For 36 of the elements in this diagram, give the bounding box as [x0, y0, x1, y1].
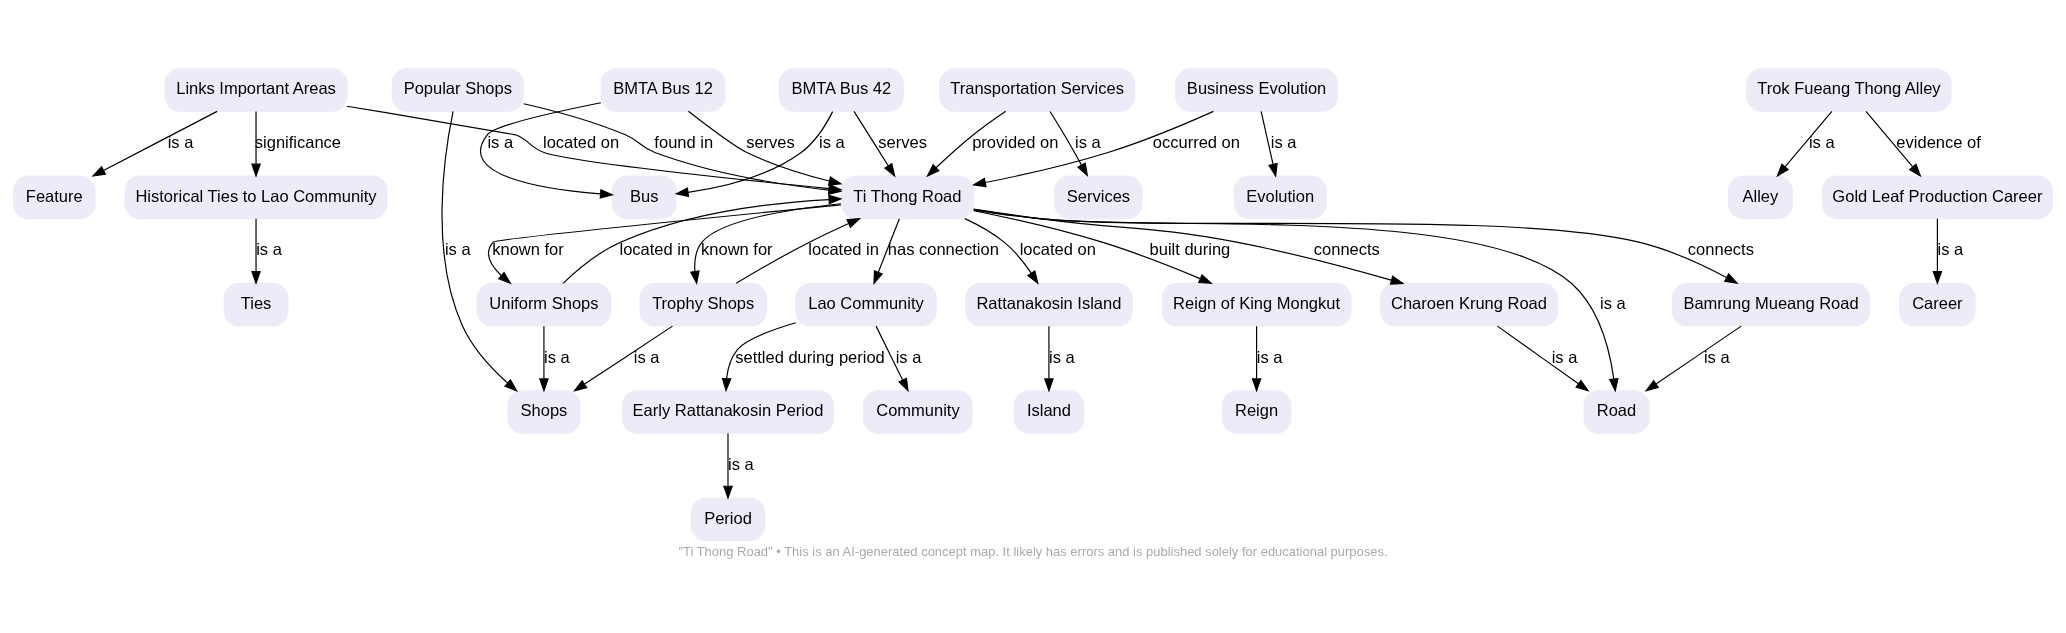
edge-label: connects [1313, 240, 1380, 259]
edge-label: located on [543, 133, 620, 152]
edge-label: is a [544, 347, 570, 366]
edge-label: is a [1256, 347, 1283, 366]
edge-label: is a [256, 240, 282, 259]
edge-label: is a [633, 347, 660, 366]
edge-label: serves [746, 133, 795, 152]
caption: "Ti Thong Road" • This is an AI-generated concept map. It likely has errors and is published solely for educational purposes. [678, 543, 1388, 559]
edge-label: located in [808, 240, 879, 259]
edge-label: is a [1703, 347, 1730, 366]
edge-label: located on [1019, 240, 1096, 259]
edge-label: is a [728, 455, 754, 474]
edge-label: known for [492, 240, 564, 259]
edge-label: has connection [887, 240, 999, 259]
edge-label: evidence of [1896, 133, 1981, 152]
edge-label: is a [895, 347, 922, 366]
edge-label: located in [619, 240, 691, 259]
edge-label: provided on [972, 133, 1059, 152]
edge-label: is a [167, 133, 194, 152]
edge-label: is a [1049, 347, 1075, 366]
edge-label: is a [1937, 240, 1964, 259]
edge-label: is a [1075, 133, 1101, 152]
edge-label: is a [1270, 133, 1297, 152]
edge-label: settled during period [735, 347, 885, 366]
edge-label: built during [1149, 240, 1231, 259]
edge-label: serves [878, 133, 927, 152]
edge-label: is a [1600, 294, 1626, 313]
edge-label: is a [1551, 347, 1578, 366]
edge-label: found in [654, 133, 714, 152]
edge-label: is a [487, 133, 514, 152]
edge-label: is a [1808, 133, 1835, 152]
edge-label: is a [444, 240, 471, 259]
edge-label: known for [701, 240, 773, 259]
edge-label: occurred on [1152, 133, 1240, 152]
edge-label: connects [1687, 240, 1754, 259]
edge-label: is a [818, 133, 845, 152]
